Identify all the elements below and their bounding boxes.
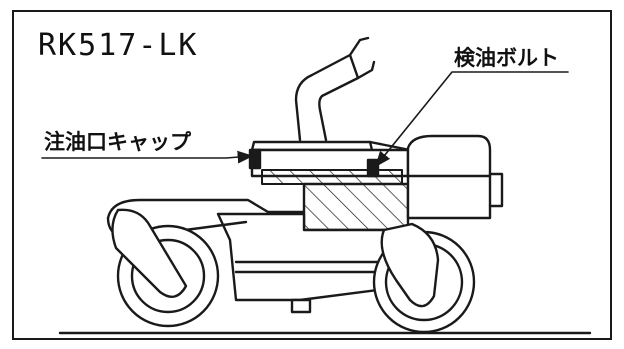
oil-fill-cap-leader <box>41 150 254 164</box>
model-label: RK517-LK <box>38 28 199 63</box>
hose <box>294 53 360 142</box>
oil-fill-cap-label: 注油口キャップ <box>44 130 191 154</box>
engine-block <box>302 182 410 232</box>
hose-cable <box>348 36 370 57</box>
diagram-frame <box>12 10 612 340</box>
oil-check-bolt-leader <box>374 71 569 168</box>
rear-frame <box>106 198 306 220</box>
drain-plug <box>290 298 312 314</box>
oil-check-bolt-label: 検油ボルト <box>454 46 559 70</box>
